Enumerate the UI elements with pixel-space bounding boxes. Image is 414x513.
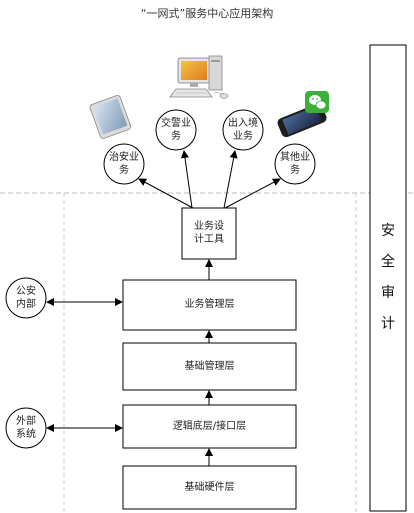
design-tool-box [181,207,237,260]
design-tool-label: 业务设 计工具 [194,221,224,245]
business-mgmt-box [122,279,297,331]
police-internal-label: 公安 内部 [16,286,36,310]
entry-exit-circle [222,109,264,151]
tablet-icon [86,94,134,139]
base-mgmt-label: 基础管理层 [184,361,235,372]
external-systems-label: 外部 系统 [16,416,36,440]
other-service-circle [274,143,316,185]
business-mgmt-label: 业务管理层 [184,299,235,310]
arrow-tool-to-traffic-police [181,150,193,209]
audit-char: 计 [381,316,395,332]
service-traffic-police-label: 交警业 务 [161,118,191,142]
hardware-label: 基础硬件层 [184,482,235,493]
service-entry-exit-label: 出入境 业务 [228,118,258,142]
security-audit-box [369,44,407,512]
desktop-computer-icon [169,55,229,99]
traffic-police-circle [155,109,197,151]
service-other-label: 其他业 务 [280,152,310,176]
security-audit-label: 安 全 审 计 [370,45,406,511]
wechat-icon [305,91,329,113]
arrow-tool-to-other [224,178,281,209]
logic-interface-label: 逻辑底层/接口层 [172,421,247,432]
audit-char: 审 [381,285,395,301]
service-public-security-label: 治安业 务 [109,152,139,176]
arrow-tool-to-entry-exit [223,150,238,209]
audit-char: 安 [381,223,395,239]
arrow-tool-to-public-security [138,178,194,209]
audit-char: 全 [381,254,395,270]
diagram-title: “一网式”服务中心应用架构 [140,7,274,20]
public-security-circle [103,143,145,185]
